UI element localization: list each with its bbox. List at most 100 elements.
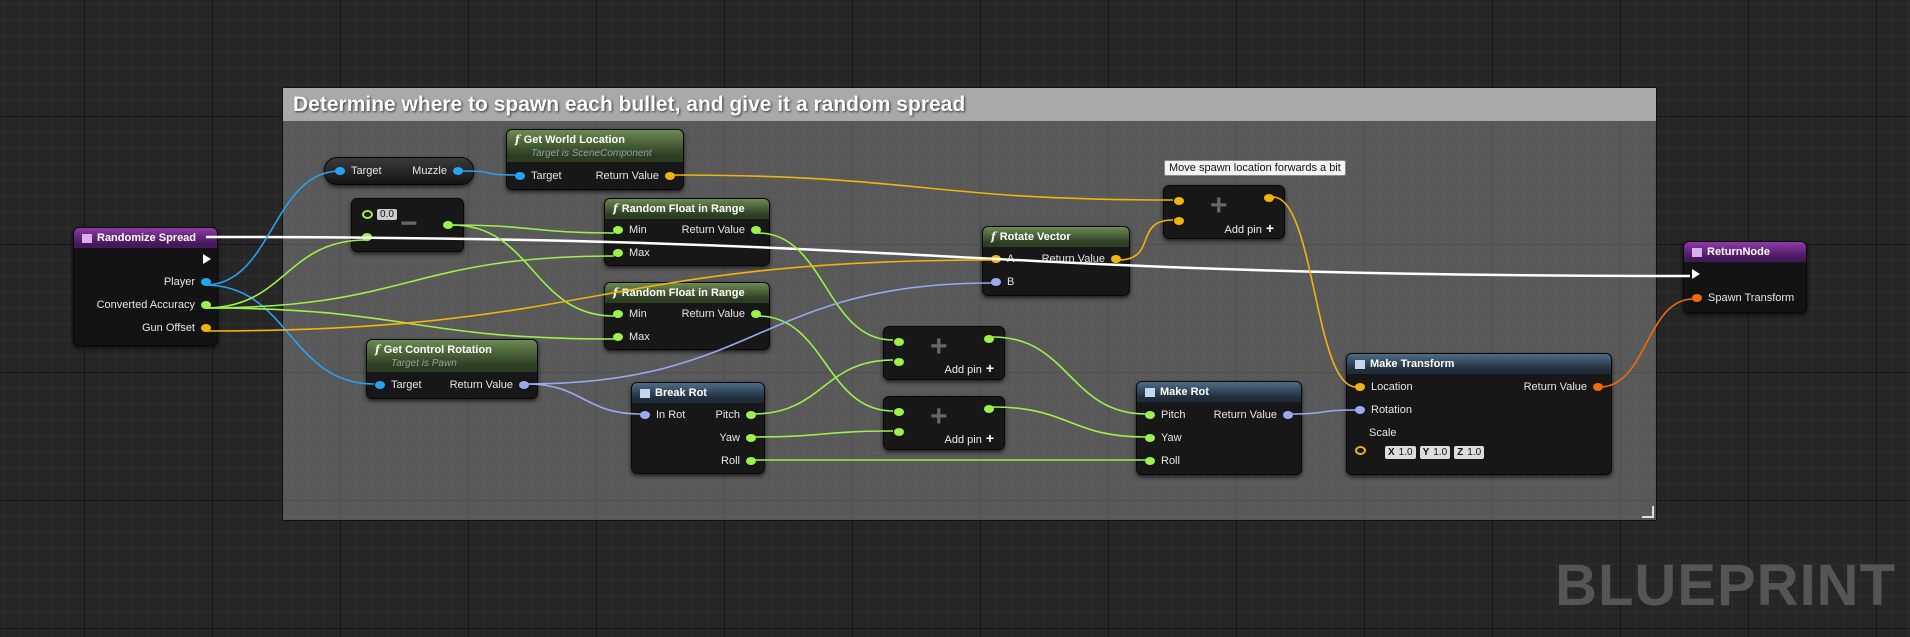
- location-pin[interactable]: Location: [1355, 381, 1419, 393]
- return-pin[interactable]: [443, 221, 453, 229]
- a-pin[interactable]: [1174, 197, 1184, 205]
- return-value-pin[interactable]: Return Value: [1036, 253, 1121, 265]
- pin-label: Converted Accuracy: [96, 299, 195, 311]
- node-make-rot[interactable]: Make Rot Pitch Yaw Roll Return Value: [1136, 381, 1302, 475]
- node-add-float-2[interactable]: + Add pin+: [883, 396, 1005, 450]
- pin-label: Return Value: [595, 170, 659, 182]
- converted-accuracy-pin[interactable]: Converted Accuracy: [91, 299, 211, 311]
- yaw-pin[interactable]: Yaw: [713, 432, 756, 444]
- exec-out-pin[interactable]: [203, 254, 211, 264]
- target-pin[interactable]: Target: [335, 165, 388, 177]
- pin-dot: [519, 381, 529, 389]
- add-pin-button[interactable]: Add pin+: [945, 430, 995, 446]
- node-muzzle-get[interactable]: Target Muzzle: [324, 157, 474, 185]
- node-make-transform[interactable]: Make Transform Location Rotation Scale X…: [1346, 353, 1612, 475]
- yaw-pin[interactable]: Yaw: [1145, 432, 1188, 444]
- node-subtract[interactable]: 0.0 −: [351, 198, 464, 252]
- node-title: Random Float in Range: [621, 203, 745, 215]
- spawn-transform-pin[interactable]: Spawn Transform: [1692, 292, 1800, 304]
- add-pin-icon: +: [985, 430, 994, 446]
- return-pin[interactable]: [984, 405, 994, 413]
- plus-icon: +: [1210, 189, 1228, 222]
- pin-label: Return Value: [1213, 409, 1277, 421]
- pin-dot: [1174, 217, 1184, 225]
- roll-pin[interactable]: Roll: [715, 455, 756, 467]
- target-pin[interactable]: Target: [375, 379, 428, 391]
- pin-label: Spawn Transform: [1708, 292, 1795, 304]
- b-pin[interactable]: [894, 358, 904, 366]
- in-rot-pin[interactable]: In Rot: [640, 409, 691, 421]
- a-pin[interactable]: [894, 338, 904, 346]
- add-pin-button[interactable]: Add pin+: [945, 360, 995, 376]
- max-pin[interactable]: Max: [613, 247, 656, 259]
- return-value-pin[interactable]: Return Value: [444, 379, 529, 391]
- roll-pin[interactable]: Roll: [1145, 455, 1186, 467]
- pin-dot: [1264, 194, 1274, 202]
- add-pin-icon: +: [1265, 220, 1274, 236]
- pin-label: In Rot: [656, 409, 686, 421]
- return-value-pin[interactable]: Return Value: [676, 308, 761, 320]
- a-pin[interactable]: 0.0: [362, 209, 397, 220]
- node-title: Get Control Rotation: [383, 344, 492, 356]
- min-pin[interactable]: Min: [613, 308, 653, 320]
- a-pin[interactable]: [894, 408, 904, 416]
- pin-label: Return Value: [681, 308, 745, 320]
- pin-dot: [1111, 255, 1121, 263]
- add-pin-button[interactable]: Add pin+: [1225, 220, 1275, 236]
- node-break-rot[interactable]: Break Rot In Rot Pitch Yaw Roll: [631, 382, 765, 474]
- b-pin[interactable]: [894, 428, 904, 436]
- pitch-pin[interactable]: Pitch: [710, 409, 756, 421]
- b-pin[interactable]: B: [991, 276, 1020, 288]
- node-header: Make Rot: [1137, 382, 1301, 402]
- pitch-pin[interactable]: Pitch: [1145, 409, 1191, 421]
- pin-dot: [991, 255, 1001, 263]
- pin-dot: [1355, 383, 1365, 391]
- value-input[interactable]: 0.0: [377, 209, 397, 220]
- return-value-pin[interactable]: Return Value: [1518, 381, 1603, 393]
- gun-offset-pin[interactable]: Gun Offset: [136, 322, 211, 334]
- pin-dot: [1174, 197, 1184, 205]
- max-pin[interactable]: Max: [613, 331, 656, 343]
- player-pin[interactable]: Player: [158, 276, 211, 288]
- return-pin[interactable]: [984, 335, 994, 343]
- min-pin[interactable]: Min: [613, 224, 653, 236]
- pin-dot: [1145, 457, 1155, 465]
- return-value-pin[interactable]: Return Value: [590, 170, 675, 182]
- function-entry-icon: [82, 233, 92, 243]
- scale-x-value: 1.0: [1398, 447, 1413, 458]
- node-return[interactable]: ReturnNode Spawn Transform: [1683, 241, 1807, 313]
- exec-icon: [203, 254, 211, 264]
- pin-dot: [613, 226, 623, 234]
- b-pin[interactable]: [362, 233, 372, 241]
- comment-title[interactable]: Determine where to spawn each bullet, an…: [283, 88, 1656, 121]
- target-pin[interactable]: Target: [515, 170, 568, 182]
- comment-resize-handle[interactable]: [1642, 506, 1654, 518]
- b-pin[interactable]: [1174, 217, 1184, 225]
- node-add-vector[interactable]: + Add pin+: [1163, 185, 1285, 239]
- pin-dot: [613, 333, 623, 341]
- scale-pin[interactable]: [1355, 446, 1366, 455]
- muzzle-pin[interactable]: Muzzle: [406, 165, 463, 177]
- add-pin-label: Add pin: [1224, 224, 1262, 236]
- scale-label: Scale: [1369, 427, 1397, 439]
- return-pin[interactable]: [1264, 194, 1274, 202]
- rotation-pin[interactable]: Rotation: [1355, 404, 1418, 416]
- return-value-pin[interactable]: Return Value: [676, 224, 761, 236]
- pin-dot: [1145, 434, 1155, 442]
- pin-label: Return Value: [1041, 253, 1105, 265]
- function-icon: f: [375, 343, 380, 356]
- return-value-pin[interactable]: Return Value: [1208, 409, 1293, 421]
- node-randomize-spread[interactable]: Randomize Spread Player Converted Accura…: [73, 227, 218, 346]
- node-add-float-1[interactable]: + Add pin+: [883, 326, 1005, 380]
- exec-in-pin[interactable]: [1692, 269, 1700, 279]
- a-pin[interactable]: A: [991, 253, 1020, 265]
- pin-dot: [613, 249, 623, 257]
